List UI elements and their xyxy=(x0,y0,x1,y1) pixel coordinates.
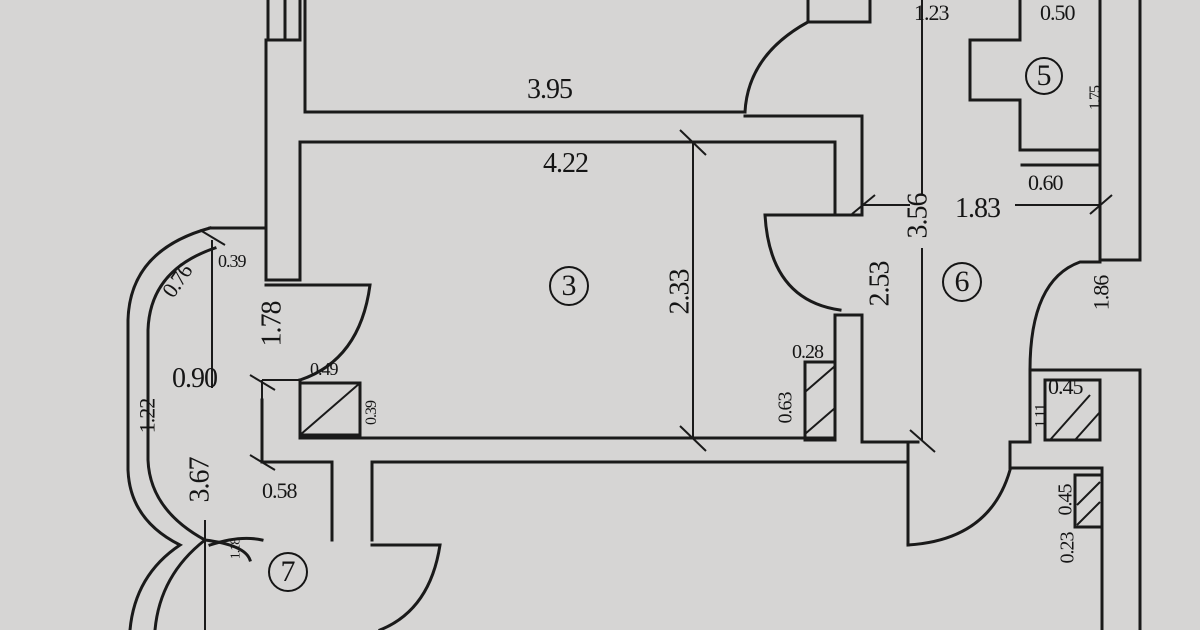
room-6-number: 6 xyxy=(954,265,970,298)
dim-0-60: 0.60 xyxy=(1028,170,1063,195)
dim-4-22: 4.22 xyxy=(543,148,589,179)
dim-0-49: 0.49 xyxy=(310,359,338,379)
dim-0-28: 0.28 xyxy=(792,341,824,363)
dim-0-23: 0.23 xyxy=(1056,532,1079,564)
dim-2-33: 2.33 xyxy=(664,269,696,315)
dim-0-50: 0.50 xyxy=(1040,0,1075,25)
dim-1-11: 1.11 xyxy=(1032,404,1050,428)
dim-2-53: 2.53 xyxy=(864,261,896,307)
dim-0-39-side: 0.39 xyxy=(363,401,380,425)
room-7-marker: 7 xyxy=(268,552,308,592)
dim-1-22: 1.22 xyxy=(134,398,160,434)
dim-0-39-top: 0.39 xyxy=(218,251,246,271)
room-3-marker: 3 xyxy=(549,266,589,306)
dim-1-75: 1.75 xyxy=(1087,86,1104,110)
walls xyxy=(126,0,1142,630)
dim-3-67: 3.67 xyxy=(184,457,216,503)
dim-0-63: 0.63 xyxy=(774,392,797,424)
dim-1-86: 1.86 xyxy=(1088,275,1114,311)
dim-0-58: 0.58 xyxy=(262,478,297,503)
dim-1-83: 1.83 xyxy=(955,193,1001,224)
door-swings xyxy=(203,19,1102,630)
dim-3-56: 3.56 xyxy=(902,193,934,239)
room-5-number: 5 xyxy=(1036,59,1052,92)
dim-1-18: 1.18 xyxy=(228,538,244,560)
dim-0-45-side: 0.45 xyxy=(1054,484,1077,516)
dim-0-90: 0.90 xyxy=(172,363,218,394)
room-5-marker: 5 xyxy=(1025,57,1063,95)
room-7-number: 7 xyxy=(280,555,296,588)
dim-1-78: 1.78 xyxy=(256,301,288,347)
dim-0-45-top: 0.45 xyxy=(1048,374,1083,399)
room-6-marker: 6 xyxy=(942,262,982,302)
dim-3-95: 3.95 xyxy=(527,74,573,105)
dim-1-23: 1.23 xyxy=(914,0,949,25)
room-3-number: 3 xyxy=(561,269,577,302)
dimension-lines xyxy=(199,0,1113,630)
